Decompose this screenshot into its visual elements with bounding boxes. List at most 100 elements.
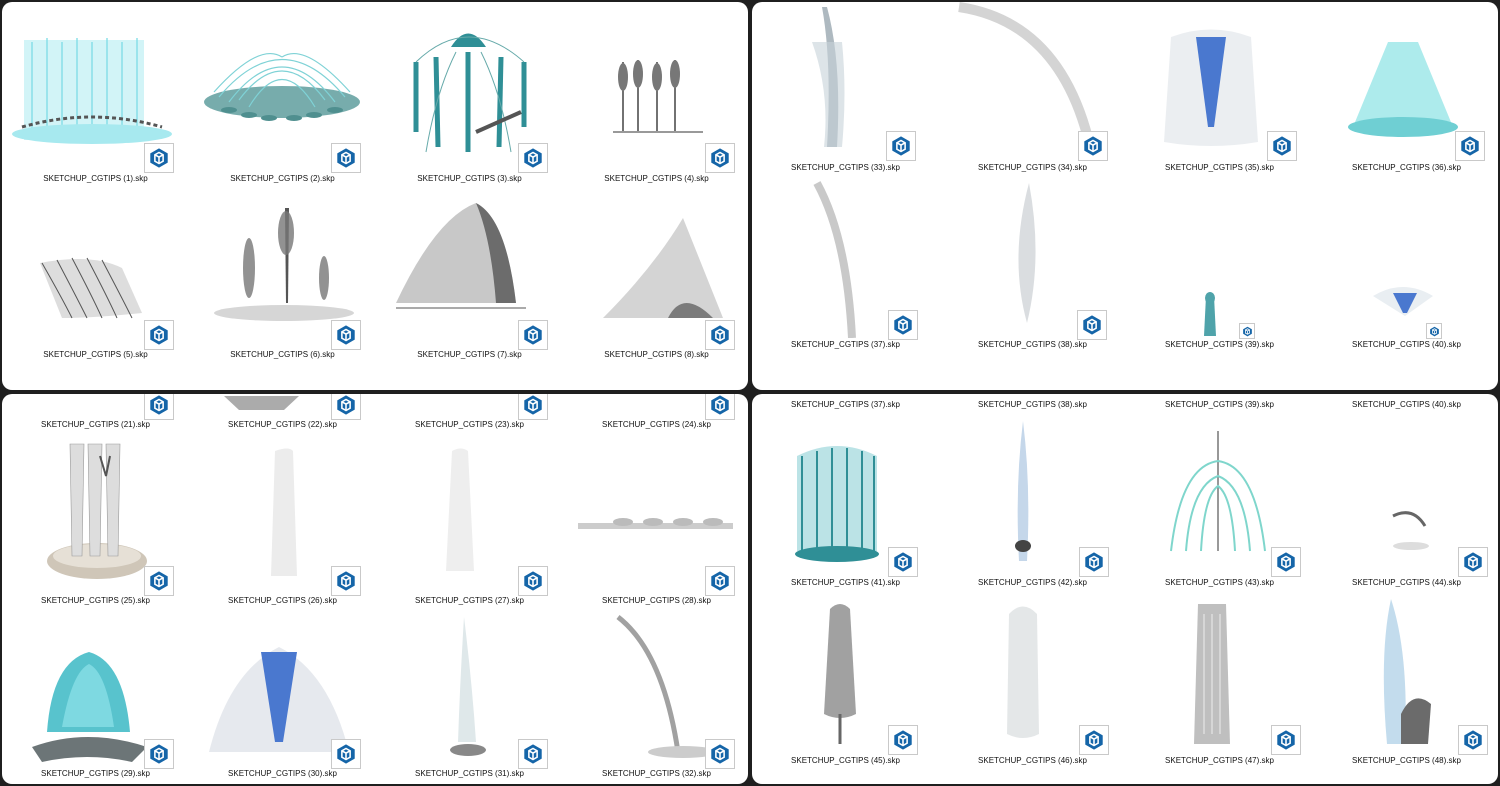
fountain-thumbnail xyxy=(1373,287,1433,316)
file-name: SKETCHUP_CGTIPS (37).skp xyxy=(791,400,900,409)
file-item[interactable]: SKETCHUP_CGTIPS (5).skp xyxy=(2,178,189,368)
file-name: SKETCHUP_CGTIPS (22).skp xyxy=(228,420,337,429)
file-name: SKETCHUP_CGTIPS (8).skp xyxy=(604,350,709,359)
file-name: SKETCHUP_CGTIPS (31).skp xyxy=(415,769,524,778)
sketchup-file-icon xyxy=(518,143,548,173)
fountain-thumbnail xyxy=(271,448,297,576)
file-name: SKETCHUP_CGTIPS (41).skp xyxy=(791,578,900,587)
fountain-thumbnail xyxy=(40,257,142,319)
sketchup-file-icon xyxy=(144,143,174,173)
file-item[interactable]: SKETCHUP_CGTIPS (7).skp xyxy=(376,178,563,368)
fountain-thumbnail xyxy=(413,33,527,153)
file-item[interactable]: SKETCHUP_CGTIPS (21).skp xyxy=(2,394,189,434)
file-item[interactable]: SKETCHUP_CGTIPS (3).skp xyxy=(376,2,563,192)
fountain-thumbnail xyxy=(613,60,703,133)
file-item[interactable]: SKETCHUP_CGTIPS (37).skp xyxy=(752,394,939,412)
sketchup-file-icon xyxy=(144,566,174,596)
file-item[interactable]: SKETCHUP_CGTIPS (34).skp xyxy=(939,2,1126,192)
fountain-thumbnail xyxy=(47,443,147,579)
file-item[interactable]: SKETCHUP_CGTIPS (6).skp xyxy=(189,178,376,368)
file-name: SKETCHUP_CGTIPS (46).skp xyxy=(978,756,1087,765)
file-item[interactable]: SKETCHUP_CGTIPS (37).skp xyxy=(752,178,939,368)
sketchup-file-icon xyxy=(1271,725,1301,755)
sketchup-file-icon xyxy=(705,739,735,769)
fountain-thumbnail xyxy=(446,448,474,571)
sketchup-file-icon xyxy=(1078,131,1108,161)
file-item[interactable]: SKETCHUP_CGTIPS (36).skp xyxy=(1313,2,1498,192)
sketchup-file-icon xyxy=(1267,131,1297,161)
file-name: SKETCHUP_CGTIPS (23).skp xyxy=(415,420,524,429)
fountain-thumbnail xyxy=(1018,183,1036,323)
sketchup-file-icon xyxy=(888,547,918,577)
file-item[interactable]: SKETCHUP_CGTIPS (35).skp xyxy=(1126,2,1313,192)
file-item[interactable]: SKETCHUP_CGTIPS (33).skp xyxy=(752,2,939,192)
file-item[interactable]: SKETCHUP_CGTIPS (8).skp xyxy=(563,178,748,368)
file-name: SKETCHUP_CGTIPS (38).skp xyxy=(978,400,1087,409)
file-name: SKETCHUP_CGTIPS (33).skp xyxy=(791,163,900,172)
file-item[interactable]: SKETCHUP_CGTIPS (40).skp xyxy=(1313,394,1498,412)
sketchup-file-icon xyxy=(1271,547,1301,577)
file-name: SKETCHUP_CGTIPS (35).skp xyxy=(1165,163,1274,172)
sketchup-file-icon xyxy=(144,739,174,769)
file-name: SKETCHUP_CGTIPS (38).skp xyxy=(978,340,1087,349)
panel-bottom-right: SKETCHUP_CGTIPS (37).skp SKETCHUP_CGTIPS… xyxy=(752,394,1498,784)
sketchup-file-icon xyxy=(888,725,918,755)
fountain-thumbnail xyxy=(209,647,349,752)
file-item[interactable]: SKETCHUP_CGTIPS (39).skp xyxy=(1126,178,1313,368)
file-item[interactable]: SKETCHUP_CGTIPS (1).skp xyxy=(2,2,189,192)
sketchup-file-icon xyxy=(1239,323,1255,339)
fountain-thumbnail xyxy=(812,7,845,147)
file-item[interactable]: SKETCHUP_CGTIPS (45).skp xyxy=(752,594,939,770)
file-item[interactable]: SKETCHUP_CGTIPS (24).skp xyxy=(563,394,748,434)
fountain-thumbnail xyxy=(603,218,723,318)
sketchup-file-icon xyxy=(331,394,361,420)
file-item[interactable]: SKETCHUP_CGTIPS (41).skp xyxy=(752,416,939,592)
file-item[interactable]: SKETCHUP_CGTIPS (29).skp xyxy=(2,612,189,784)
file-name: SKETCHUP_CGTIPS (27).skp xyxy=(415,596,524,605)
file-item[interactable]: SKETCHUP_CGTIPS (42).skp xyxy=(939,416,1126,592)
panel-bottom-left: SKETCHUP_CGTIPS (21).skp SKETCHUP_CGTIPS… xyxy=(2,394,748,784)
file-name: SKETCHUP_CGTIPS (7).skp xyxy=(417,350,522,359)
file-item[interactable]: SKETCHUP_CGTIPS (26).skp xyxy=(189,436,376,612)
file-item[interactable]: SKETCHUP_CGTIPS (27).skp xyxy=(376,436,563,612)
sketchup-file-icon xyxy=(705,394,735,420)
sketchup-file-icon xyxy=(331,566,361,596)
file-item[interactable]: SKETCHUP_CGTIPS (31).skp xyxy=(376,612,563,784)
fountain-thumbnail xyxy=(616,615,718,758)
file-item[interactable]: SKETCHUP_CGTIPS (48).skp xyxy=(1313,594,1498,770)
fountain-thumbnail xyxy=(204,53,360,121)
file-item[interactable]: SKETCHUP_CGTIPS (4).skp xyxy=(563,2,748,192)
file-item[interactable]: SKETCHUP_CGTIPS (44).skp xyxy=(1313,416,1498,592)
file-name: SKETCHUP_CGTIPS (24).skp xyxy=(602,420,711,429)
file-item[interactable]: SKETCHUP_CGTIPS (22).skp xyxy=(189,394,376,434)
fountain-thumbnail xyxy=(795,446,879,562)
fountain-thumbnail xyxy=(958,2,1094,144)
file-item[interactable]: SKETCHUP_CGTIPS (43).skp xyxy=(1126,416,1313,592)
sketchup-file-icon xyxy=(705,566,735,596)
file-item[interactable]: SKETCHUP_CGTIPS (38).skp xyxy=(939,394,1126,412)
sketchup-file-icon xyxy=(705,320,735,350)
file-item[interactable]: SKETCHUP_CGTIPS (39).skp xyxy=(1126,394,1313,412)
fountain-thumbnail xyxy=(813,181,856,338)
sketchup-file-icon xyxy=(1079,547,1109,577)
file-item[interactable]: SKETCHUP_CGTIPS (28).skp xyxy=(563,436,748,612)
fountain-thumbnail xyxy=(450,617,486,756)
file-item[interactable]: SKETCHUP_CGTIPS (23).skp xyxy=(376,394,563,434)
sketchup-file-icon xyxy=(518,394,548,420)
file-item[interactable]: SKETCHUP_CGTIPS (40).skp xyxy=(1313,178,1498,368)
file-item[interactable]: SKETCHUP_CGTIPS (32).skp xyxy=(563,612,748,784)
file-item[interactable]: SKETCHUP_CGTIPS (30).skp xyxy=(189,612,376,784)
file-item[interactable]: SKETCHUP_CGTIPS (25).skp xyxy=(2,436,189,612)
fountain-thumbnail xyxy=(1170,431,1266,552)
sketchup-file-icon xyxy=(331,739,361,769)
file-item[interactable]: SKETCHUP_CGTIPS (47).skp xyxy=(1126,594,1313,770)
file-item[interactable]: SKETCHUP_CGTIPS (2).skp xyxy=(189,2,376,192)
fountain-thumbnail xyxy=(1348,42,1458,137)
file-name: SKETCHUP_CGTIPS (48).skp xyxy=(1352,756,1461,765)
panel-top-right: SKETCHUP_CGTIPS (33).skp SKETCHUP_CGTIPS… xyxy=(752,2,1498,390)
file-item[interactable]: SKETCHUP_CGTIPS (46).skp xyxy=(939,594,1126,770)
sketchup-file-icon xyxy=(331,143,361,173)
fountain-thumbnail xyxy=(1204,292,1216,336)
file-item[interactable]: SKETCHUP_CGTIPS (38).skp xyxy=(939,178,1126,368)
fountain-thumbnail xyxy=(12,38,172,144)
